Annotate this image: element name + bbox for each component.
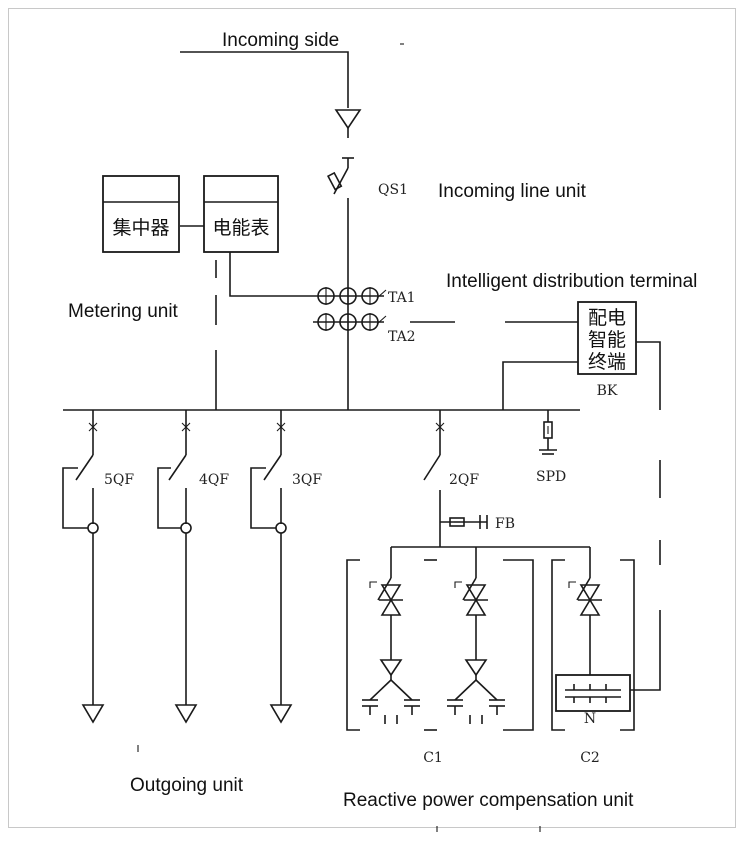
capacitor-branch-2 xyxy=(447,547,505,724)
tag-spd: SPD xyxy=(536,469,566,485)
terminal-line-1: 配电 xyxy=(588,307,626,329)
current-transformers xyxy=(313,287,578,331)
outgoing-branch-3qf xyxy=(250,410,293,724)
label-outgoing-unit: Outgoing unit xyxy=(130,775,244,796)
terminal-line-3: 终端 xyxy=(588,351,626,373)
label-reactive-unit: Reactive power compensation unit xyxy=(343,790,634,811)
terminal-wiring xyxy=(502,341,661,691)
incoming-feeder xyxy=(180,51,362,159)
tag-5qf: 5QF xyxy=(104,472,134,488)
energy-meter-box: 电能表 xyxy=(203,175,279,253)
outgoing-branch-4qf xyxy=(157,410,198,724)
tag-n: N xyxy=(584,711,596,727)
tag-c2: C2 xyxy=(580,750,600,766)
capacitor-branch-3 xyxy=(555,547,631,712)
compensation-cabinets xyxy=(346,559,635,731)
outgoing-branch-5qf xyxy=(62,410,105,724)
terminal-tag: BK xyxy=(597,383,618,399)
tag-fb: FB xyxy=(495,516,515,532)
capacitor-branch-1 xyxy=(362,547,420,724)
distribution-terminal-box: 配电 智能 终端 BK xyxy=(577,301,637,399)
stray-marks xyxy=(137,43,541,832)
tag-qs1: QS1 xyxy=(378,182,408,198)
surge-protector xyxy=(539,410,557,455)
concentrator-label: 集中器 xyxy=(112,217,169,239)
label-intelligent-terminal: Intelligent distribution terminal xyxy=(446,271,697,292)
concentrator-box: 集中器 xyxy=(102,175,180,253)
tag-4qf: 4QF xyxy=(199,472,229,488)
tag-ta1: TA1 xyxy=(388,290,416,306)
label-incoming-side: Incoming side xyxy=(222,30,339,51)
tag-2qf: 2QF xyxy=(449,472,479,488)
diagram-frame xyxy=(8,8,736,828)
label-metering-unit: Metering unit xyxy=(68,301,179,322)
tag-c1: C1 xyxy=(423,750,443,766)
label-incoming-line-unit: Incoming line unit xyxy=(438,181,587,202)
tag-3qf: 3QF xyxy=(292,472,322,488)
energy-meter-label: 电能表 xyxy=(212,217,269,239)
terminal-line-2: 智能 xyxy=(588,329,626,351)
tag-ta2: TA2 xyxy=(388,329,416,345)
qs1-switch xyxy=(326,158,349,410)
compensation-feeder-2qf xyxy=(423,410,488,547)
metering-wiring xyxy=(180,225,313,410)
